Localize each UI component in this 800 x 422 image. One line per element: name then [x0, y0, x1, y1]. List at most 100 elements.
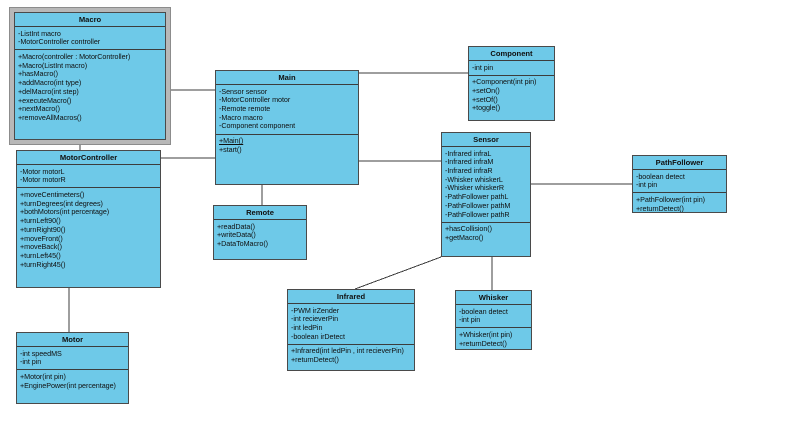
operations-motor: +Motor(int pin) +EnginePower(int percent… [17, 370, 128, 392]
operation-row: +setOn() [472, 86, 500, 96]
operation-row: +Main() [219, 136, 244, 146]
operation-row: +turnLeft90() [20, 216, 61, 226]
class-box-sensor[interactable]: Sensor -Infrared infraL -Infrared infraM… [441, 132, 531, 257]
attribute-row: -ListInt macro [18, 28, 61, 38]
operation-row: +Macro(controller : MotorController) [18, 52, 131, 62]
operations-component: +Component(int pin) +setOn() +setOf() +t… [469, 76, 554, 116]
operation-row: +getMacro() [445, 232, 484, 242]
operation-row: +writeData() [217, 230, 256, 240]
attribute-row: -Motor motorL [20, 166, 65, 176]
operation-row: +Motor(int pin) [20, 372, 66, 382]
attribute-row: -PathFollower pathR [445, 209, 510, 219]
class-box-pathfollower[interactable]: PathFollower -boolean detect -int pin +P… [632, 155, 727, 213]
attributes-pathfollower: -boolean detect -int pin [633, 170, 726, 194]
attribute-row: -int ledPin [291, 323, 323, 333]
operation-row: +removeAllMacros() [18, 112, 82, 122]
attribute-row: -int pin [459, 315, 481, 325]
operation-row: +returnDetect() [459, 338, 507, 348]
class-box-motor[interactable]: Motor -int speedMS -int pin +Motor(int p… [16, 332, 129, 404]
operation-row: +executeMacro() [18, 95, 72, 105]
class-title-motorcontroller: MotorController [17, 151, 160, 166]
attribute-row: -int pin [20, 357, 42, 367]
class-title-main: Main [216, 71, 358, 86]
attribute-row: -Infrared infraM [445, 157, 494, 167]
class-title-component: Component [469, 47, 554, 62]
operations-main: +Main() +start() [216, 135, 358, 157]
operation-row: +returnDetect() [636, 203, 684, 213]
operation-row: +returnDetect() [291, 355, 339, 365]
operations-whisker: +Whisker(int pin) +returnDetect() [456, 328, 531, 349]
operation-row: +DataToMacro() [217, 239, 269, 249]
operation-row: +EnginePower(int percentage) [20, 380, 116, 390]
operation-row: +hasCollision() [445, 224, 492, 234]
attribute-row: -MotorController motor [219, 95, 291, 105]
attribute-row: -Infrared infraL [445, 148, 492, 158]
operation-row: +turnRight90() [20, 224, 66, 234]
attribute-row: -Whisker whiskerL [445, 174, 503, 184]
class-box-main[interactable]: Main -Sensor sensor -MotorController mot… [215, 70, 359, 185]
attribute-row: -Whisker whiskerR [445, 183, 505, 193]
attributes-sensor: -Infrared infraL -Infrared infraM -Infra… [442, 147, 530, 223]
operation-row: +Whisker(int pin) [459, 330, 513, 340]
attribute-row: -boolean detect [459, 306, 508, 316]
attribute-row: -MotorController controller [18, 37, 101, 47]
class-title-pathfollower: PathFollower [633, 156, 726, 171]
attributes-macro: -ListInt macro -MotorController controll… [15, 27, 165, 51]
operation-row: +Infrared(int ledPin , int recieverPin) [291, 346, 404, 356]
class-box-macro[interactable]: Macro -ListInt macro -MotorController co… [10, 8, 170, 144]
class-box-motorcontroller[interactable]: MotorController -Motor motorL -Motor mot… [16, 150, 161, 288]
attribute-row: -int recieverPin [291, 314, 339, 324]
operation-row: +addMacro(int type) [18, 78, 82, 88]
attribute-row: -Remote remote [219, 104, 271, 114]
attribute-row: -Motor motorR [20, 175, 66, 185]
operation-row: +PathFollower(int pin) [636, 195, 706, 205]
operation-row: +setOf() [472, 94, 498, 104]
operation-row: +moveBack() [20, 242, 62, 252]
attribute-row: -Macro macro [219, 112, 263, 122]
attributes-infrared: -PWM irZender -int recieverPin -int ledP… [288, 304, 414, 345]
attribute-row: -int pin [472, 62, 494, 72]
attributes-motor: -int speedMS -int pin [17, 347, 128, 371]
attribute-row: -int speedMS [20, 348, 62, 358]
operation-row: +moveFront() [20, 233, 63, 243]
class-title-macro: Macro [15, 13, 165, 28]
operation-row: +readData() [217, 221, 256, 231]
class-title-motor: Motor [17, 333, 128, 348]
operation-row: +toggle() [472, 103, 501, 113]
operation-row: +bothMotors(int percentage) [20, 207, 110, 217]
operation-row: +turnLeft45() [20, 250, 61, 260]
operations-macro: +Macro(controller : MotorController) +Ma… [15, 50, 165, 125]
class-title-sensor: Sensor [442, 133, 530, 148]
class-box-remote[interactable]: Remote +readData() +writeData() +DataToM… [213, 205, 307, 260]
operation-row: +start() [219, 144, 242, 154]
class-box-component[interactable]: Component -int pin +Component(int pin) +… [468, 46, 555, 121]
attributes-component: -int pin [469, 61, 554, 76]
class-title-infrared: Infrared [288, 290, 414, 305]
operation-row: +Macro(ListInt macro) [18, 60, 88, 70]
operation-row: +nextMacro() [18, 104, 60, 114]
operation-row: +delMacro(int step) [18, 86, 79, 96]
attribute-row: -PathFollower pathL [445, 192, 509, 202]
operations-motorcontroller: +moveCentimeters() +turnDegrees(int degr… [17, 188, 160, 271]
attribute-row: -boolean detect [636, 171, 685, 181]
operations-remote: +readData() +writeData() +DataToMacro() [214, 220, 306, 251]
edge-sensor-infrared [354, 256, 442, 290]
attribute-row: -boolean irDetect [291, 331, 345, 341]
operation-row: +turnRight45() [20, 259, 66, 269]
attribute-row: -Component component [219, 121, 296, 131]
attributes-whisker: -boolean detect -int pin [456, 305, 531, 329]
attribute-row: -int pin [636, 180, 658, 190]
class-title-whisker: Whisker [456, 291, 531, 306]
operation-row: +turnDegrees(int degrees) [20, 198, 103, 208]
attributes-motorcontroller: -Motor motorL -Motor motorR [17, 165, 160, 189]
class-box-whisker[interactable]: Whisker -boolean detect -int pin +Whiske… [455, 290, 532, 350]
operation-row: +hasMacro() [18, 69, 58, 79]
attribute-row: -Infrared infraR [445, 166, 493, 176]
operations-sensor: +hasCollision() +getMacro() [442, 223, 530, 245]
attribute-row: -PWM irZender [291, 305, 340, 315]
attribute-row: -PathFollower pathM [445, 200, 511, 210]
class-title-remote: Remote [214, 206, 306, 221]
class-box-infrared[interactable]: Infrared -PWM irZender -int recieverPin … [287, 289, 415, 371]
operation-row: +moveCentimeters() [20, 190, 85, 200]
